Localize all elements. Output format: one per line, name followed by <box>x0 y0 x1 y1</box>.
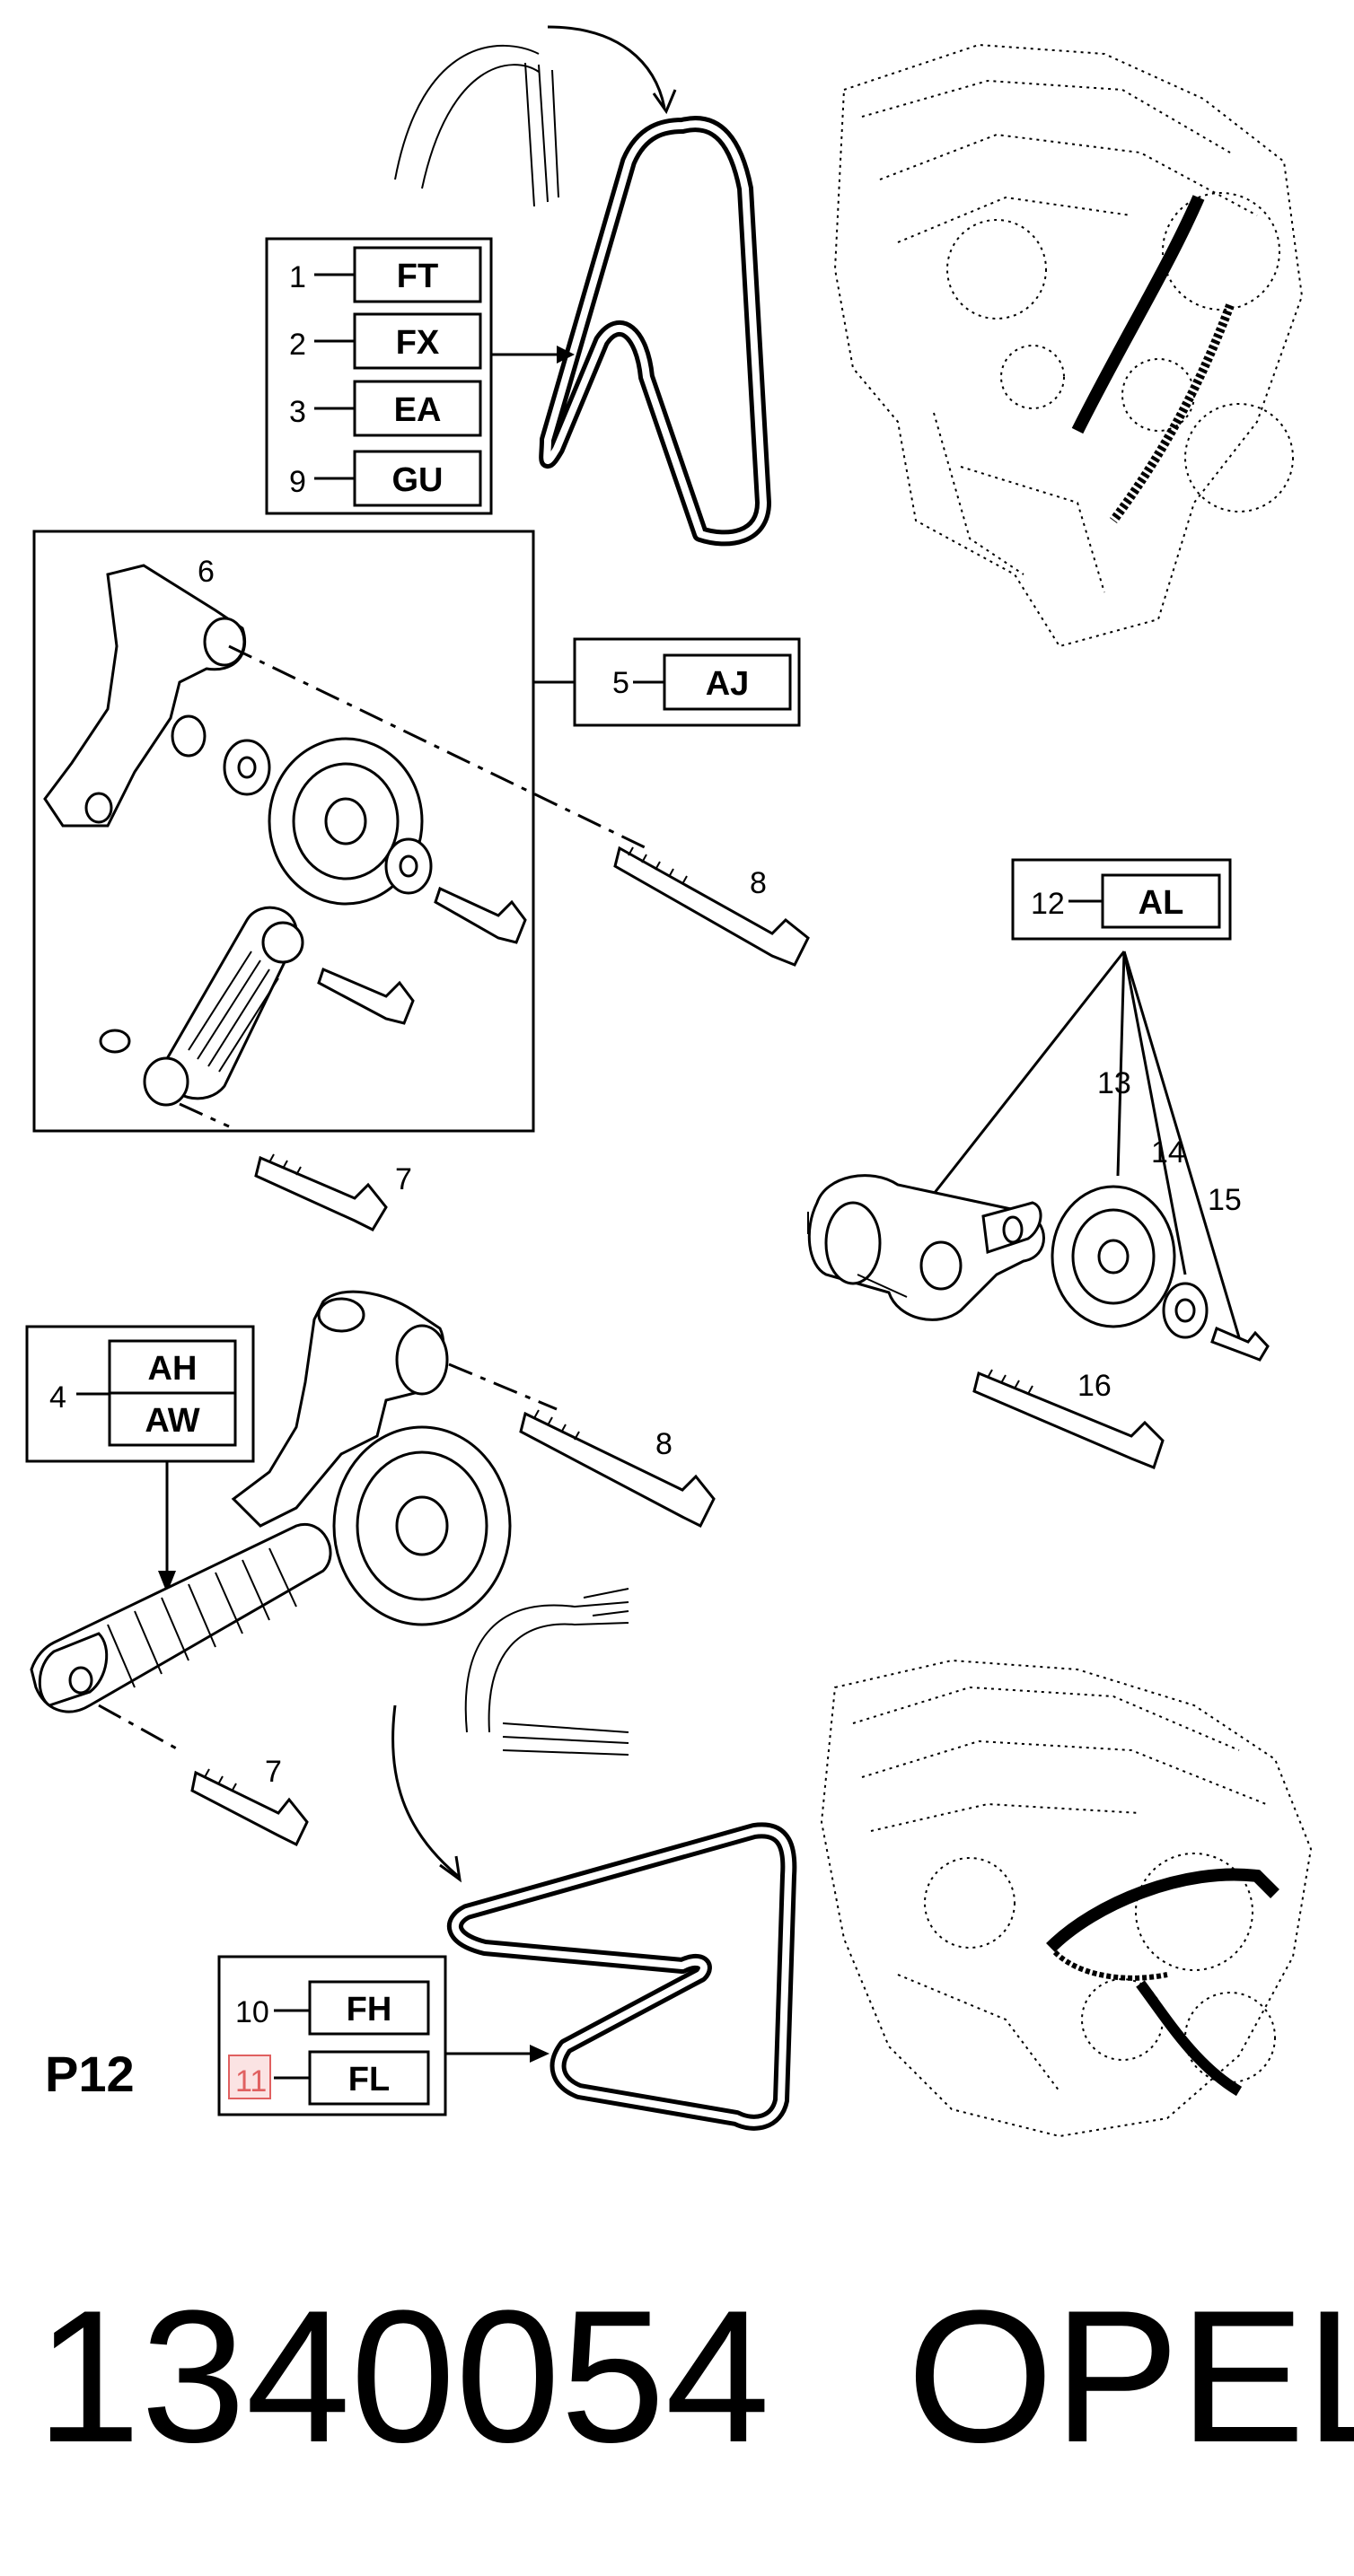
callout-12-number: 12 <box>1031 887 1065 921</box>
bolt-8-lower: 8 <box>519 1409 716 1529</box>
callout-2-number: 2 <box>289 328 306 362</box>
belt-top <box>394 25 771 547</box>
label-6: 6 <box>198 555 215 589</box>
callout-group-10-11: 10 FH 11 FL <box>217 1955 550 2116</box>
belt-bottom <box>391 1588 797 2131</box>
label-14: 14 <box>1151 1135 1185 1170</box>
brand-name: OPEL <box>907 2271 1354 2482</box>
callout-4-code-b: AW <box>145 1402 199 1440</box>
callout-10-number: 10 <box>235 1995 269 2029</box>
label-7-upper: 7 <box>395 1162 412 1196</box>
bolt-16: 16 <box>972 1369 1165 1469</box>
engine-illustration-bottom <box>820 1659 1313 2138</box>
label-13: 13 <box>1097 1066 1131 1100</box>
label-16: 16 <box>1077 1369 1112 1403</box>
callout-4-code-a: AH <box>148 1350 198 1388</box>
callout-11-code: FL <box>348 2061 390 2098</box>
callout-11-number: 11 <box>235 2064 267 2098</box>
callout-10-code: FH <box>347 1991 392 2028</box>
tensioner-assembly-lower: 4 AH AW <box>25 1290 558 1752</box>
tensioner-assembly-right: 12 AL 13 14 15 <box>807 858 1270 1362</box>
page-code: P12 <box>45 2046 135 2102</box>
highlight-11 <box>228 2055 271 2099</box>
callout-5-number: 5 <box>612 666 629 700</box>
callout-2-code: FX <box>396 324 440 362</box>
callout-1-number: 1 <box>289 260 306 294</box>
tensioner-assembly-box: 6 5 AJ <box>32 530 801 1133</box>
label-7-lower: 7 <box>265 1755 282 1789</box>
callout-5-code: AJ <box>706 665 750 703</box>
callout-1-code: FT <box>397 258 438 295</box>
callout-3-number: 3 <box>289 395 306 429</box>
label-8-upper: 8 <box>750 866 767 900</box>
bolt-8-upper: 8 <box>613 846 810 967</box>
callout-9-number: 9 <box>289 465 306 499</box>
callout-3-code: EA <box>394 391 442 429</box>
bolt-7-lower: 7 <box>190 1755 309 1847</box>
engine-illustration-top <box>833 43 1304 648</box>
part-number: 1340054 <box>36 2271 770 2482</box>
label-8-lower: 8 <box>655 1427 673 1461</box>
callout-12-code: AL <box>1139 884 1184 922</box>
bolt-7-upper: 7 <box>254 1153 412 1231</box>
callout-group-1-2-3-9: 1 FT 2 FX 3 EA 9 GU <box>265 237 575 515</box>
callout-4-number: 4 <box>49 1380 66 1415</box>
callout-9-code: GU <box>392 461 444 499</box>
label-15: 15 <box>1208 1183 1242 1217</box>
